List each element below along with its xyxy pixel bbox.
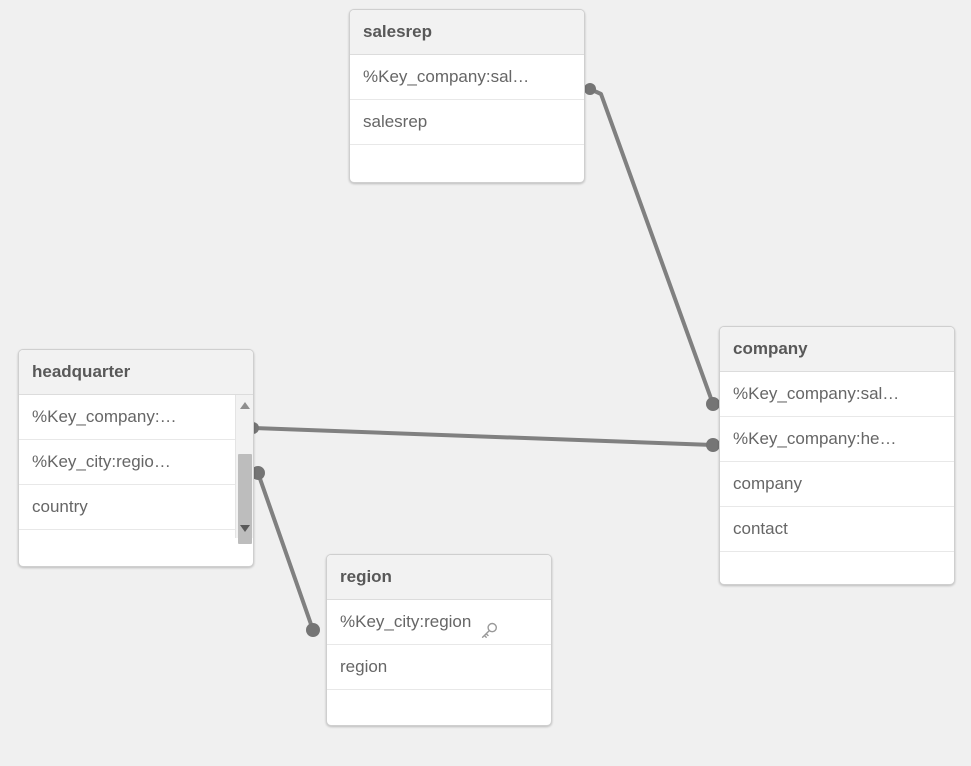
field-row[interactable]: region <box>327 645 551 690</box>
table-title-company: company <box>720 327 954 372</box>
association-endpoint-salesrep-company-0[interactable] <box>584 83 596 95</box>
field-row[interactable]: %Key_company:sal… <box>720 372 954 417</box>
association-line-headquarter-region[interactable] <box>256 471 315 632</box>
scrollbar-thumb[interactable] <box>238 454 252 544</box>
association-endpoint-salesrep-company-1[interactable] <box>706 397 720 411</box>
key-icon <box>480 613 498 638</box>
field-label: %Key_company:sal… <box>363 67 530 86</box>
scroll-up-arrow-icon[interactable] <box>236 397 253 413</box>
table-footer-headquarter <box>19 530 253 560</box>
field-label: %Key_company:sal… <box>733 384 900 403</box>
table-title-salesrep: salesrep <box>350 10 584 55</box>
field-row[interactable]: %Key_company:… <box>19 395 253 440</box>
scrollbar-headquarter[interactable] <box>235 395 253 544</box>
field-label: %Key_city:region <box>340 612 472 631</box>
field-row[interactable]: %Key_city:region <box>327 600 551 645</box>
field-row[interactable]: %Key_company:he… <box>720 417 954 462</box>
field-row[interactable]: contact <box>720 507 954 552</box>
association-line-headquarter-company[interactable] <box>251 426 715 447</box>
table-title-headquarter: headquarter <box>19 350 253 395</box>
field-list-salesrep: %Key_company:sal… salesrep <box>350 55 584 175</box>
association-endpoint-headquarter-region-1[interactable] <box>306 623 320 637</box>
association-endpoint-headquarter-company-1[interactable] <box>706 438 720 452</box>
table-card-company[interactable]: company %Key_company:sal… %Key_company:he…… <box>719 326 955 585</box>
field-list-headquarter: %Key_company:… %Key_city:regio…country <box>19 395 253 560</box>
table-footer-region <box>327 690 551 720</box>
field-row[interactable]: salesrep <box>350 100 584 145</box>
field-label: salesrep <box>363 112 428 131</box>
field-label: %Key_company:… <box>32 407 177 426</box>
table-card-headquarter[interactable]: headquarter %Key_company:… %Key_city:regio… <box>18 349 254 567</box>
scroll-down-arrow-icon[interactable] <box>236 520 253 536</box>
field-label: company <box>733 474 802 493</box>
field-row[interactable]: country <box>19 485 253 530</box>
field-label: contact <box>733 519 788 538</box>
field-row[interactable]: %Key_city:regio… <box>19 440 253 485</box>
table-footer-salesrep <box>350 145 584 175</box>
field-row[interactable]: company <box>720 462 954 507</box>
field-label: region <box>340 657 388 676</box>
field-label: country <box>32 497 88 516</box>
field-label: %Key_city:regio… <box>32 452 171 471</box>
table-card-salesrep[interactable]: salesrep %Key_company:sal… salesrep <box>349 9 585 183</box>
table-title-region: region <box>327 555 551 600</box>
field-list-company: %Key_company:sal… %Key_company:he…company… <box>720 372 954 582</box>
table-footer-company <box>720 552 954 582</box>
association-line-salesrep-company[interactable] <box>588 87 715 406</box>
field-label: %Key_company:he… <box>733 429 897 448</box>
field-row[interactable]: %Key_company:sal… <box>350 55 584 100</box>
